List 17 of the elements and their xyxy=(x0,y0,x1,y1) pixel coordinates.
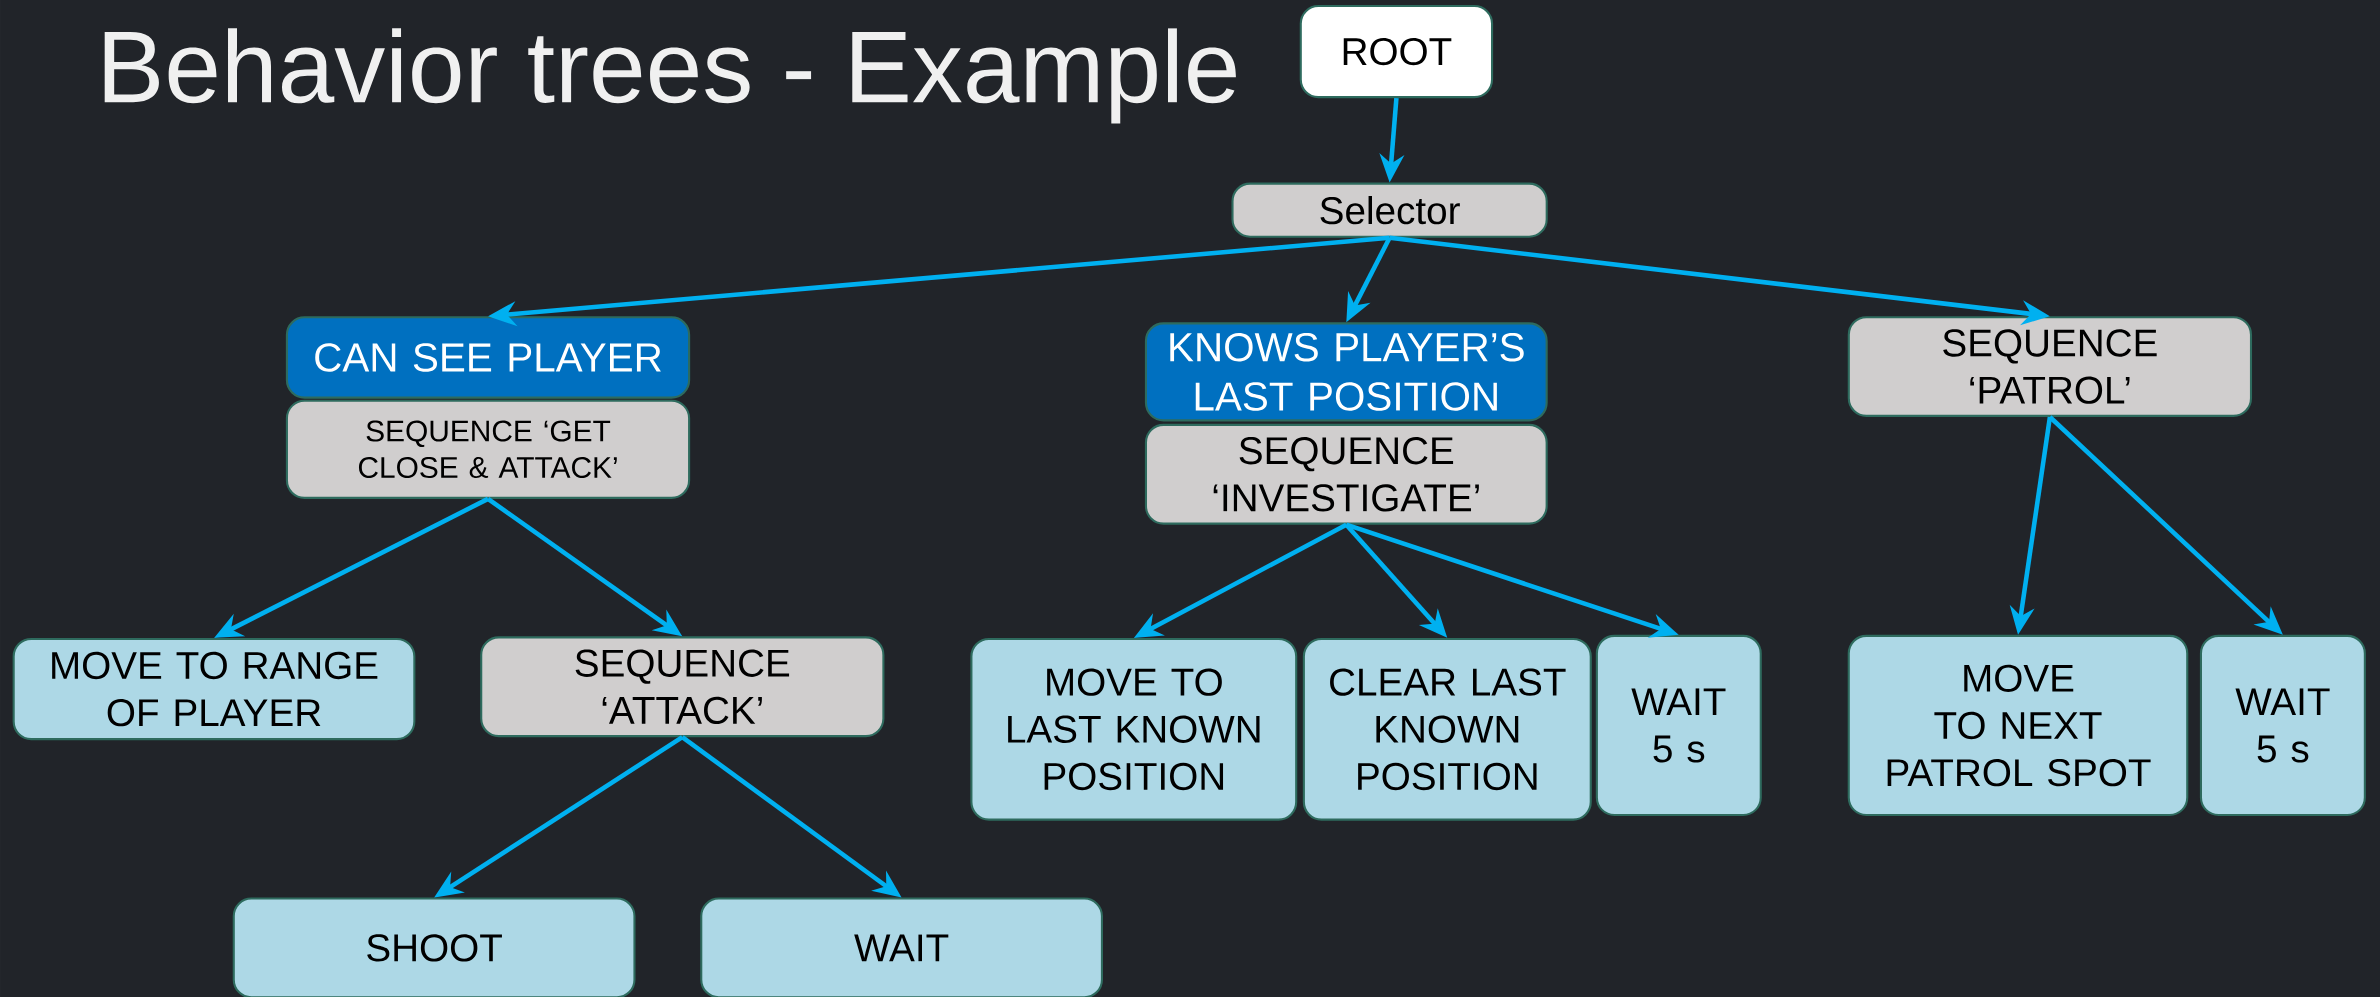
action-box: WAIT 5 s xyxy=(1595,634,1762,817)
sequence-box: SEQUENCE ‘INVESTIGATE’ xyxy=(1144,423,1548,525)
selector-box: Selector xyxy=(1231,182,1548,238)
action-box: MOVE TO RANGE OF PLAYER xyxy=(12,637,416,741)
action-box: SHOOT xyxy=(232,897,636,997)
title: Behavior trees - Example xyxy=(104,28,1236,124)
sequence-box: SEQUENCE ‘PATROL’ xyxy=(1847,316,2253,417)
action-box: MOVE TO NEXT PATROL SPOT xyxy=(1847,634,2189,817)
sequence-box: SEQUENCE ‘ATTACK’ xyxy=(480,636,885,738)
action-box: MOVE TO LAST KNOWN POSITION xyxy=(970,637,1298,821)
action-box: CLEAR LAST KNOWN POSITION xyxy=(1302,637,1592,821)
action-box: WAIT 5 s xyxy=(2199,634,2366,817)
sequence-box: SEQUENCE ‘GET CLOSE & ATTACK’ xyxy=(285,399,691,499)
root-box: ROOT xyxy=(1299,5,1494,99)
action-box: WAIT xyxy=(700,897,1103,997)
condition-box: KNOWS PLAYER’S LAST POSITION xyxy=(1144,322,1548,422)
condition-box: CAN SEE PLAYER xyxy=(285,316,691,399)
